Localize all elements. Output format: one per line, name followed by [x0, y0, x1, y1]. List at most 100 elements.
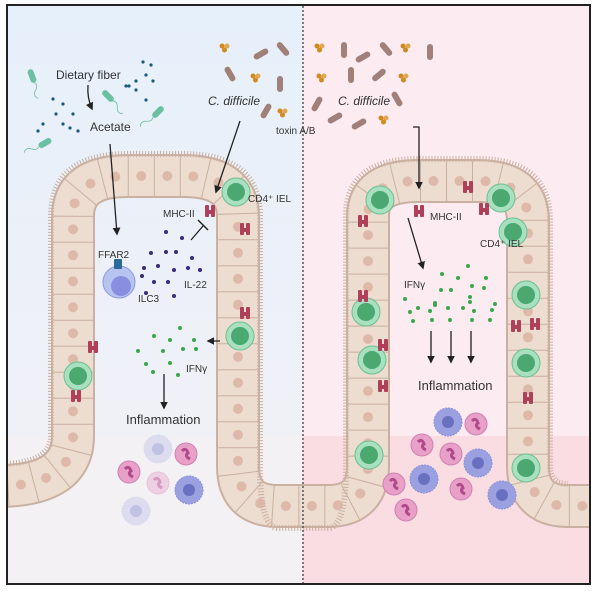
cell-nucleus	[85, 178, 96, 189]
cell-boundary	[28, 462, 40, 502]
macrophage-right-1-nucleus	[442, 416, 454, 428]
label-dietary-fiber: Dietary fiber	[56, 68, 121, 82]
label-c-difficile-right: C. difficile	[338, 94, 390, 108]
acetate-dot	[134, 79, 138, 83]
cell-nucleus	[332, 500, 343, 511]
mhc2-right-3	[358, 290, 368, 302]
arrow-toxin-to-epithelium	[413, 126, 423, 190]
cd4-iel-right-8-nucleus	[517, 459, 535, 477]
label-toxin: toxin A/B	[276, 126, 316, 137]
ifng-dot-left	[136, 349, 140, 353]
cell-nucleus	[523, 384, 533, 395]
ifng-dot-right	[482, 286, 486, 290]
cd4-iel-right-4-nucleus	[517, 354, 535, 372]
ifng-dot-right	[484, 276, 488, 280]
cd4-iel-right-wall-left-nucleus	[231, 327, 249, 345]
macrophage-right-2-nucleus	[472, 457, 484, 469]
cell-nucleus	[233, 351, 243, 362]
cell-nucleus	[363, 386, 373, 397]
cell-nucleus	[233, 273, 244, 284]
cell-nucleus	[523, 410, 533, 421]
label-il22: IL-22	[184, 280, 207, 291]
mhc2-left-0	[205, 205, 215, 217]
acetate-dot	[54, 112, 58, 116]
cell-nucleus	[551, 500, 562, 511]
cell-nucleus	[355, 488, 366, 499]
il22-dot	[186, 266, 190, 270]
cell-nucleus	[523, 436, 533, 447]
neutrophil-right-5-nucleus	[455, 482, 466, 496]
commensal-bacterium-2	[152, 106, 164, 118]
c-difficile-rod-left-1	[276, 42, 290, 56]
ifng-dot-right	[403, 297, 407, 301]
il22-dot	[164, 230, 168, 234]
ifng-dot-left	[144, 362, 148, 366]
il22-dot	[172, 268, 176, 272]
mhc2-right-7	[523, 392, 533, 404]
cell-nucleus	[68, 250, 78, 261]
c-difficile-rod-right-0	[341, 42, 347, 58]
ifng-dot-right	[468, 295, 472, 299]
toxin-ab-2	[277, 108, 288, 118]
il22-dot	[174, 250, 178, 254]
cell-boundary	[51, 444, 91, 456]
mhc2-right-5	[511, 320, 521, 332]
cd4-iel-right-1-nucleus	[492, 189, 510, 207]
toxin-ab-1	[250, 73, 261, 83]
c-difficile-rod-right-8	[327, 112, 343, 124]
arrow-acetate-to-ffar2	[109, 143, 121, 236]
ifng-dot-left	[181, 347, 185, 351]
cell-boundary	[218, 470, 259, 477]
toxin-ab-6	[398, 73, 409, 83]
macrophage-faded-left-1-nucleus	[152, 443, 164, 455]
ifng-dot-right	[440, 272, 444, 276]
il22-dot	[180, 236, 184, 240]
cell-nucleus	[68, 302, 79, 313]
il22-dot	[156, 264, 160, 268]
cd4-iel-left-wall-nucleus	[69, 367, 87, 385]
cell-nucleus	[68, 224, 78, 235]
ifng-dot-right	[439, 288, 443, 292]
cell-nucleus	[523, 332, 533, 343]
cell-nucleus	[428, 176, 439, 186]
cell-nucleus	[306, 501, 317, 511]
ifng-dot-right	[470, 318, 474, 322]
acetate-dot	[36, 129, 40, 133]
commensal-bacterium-1	[102, 90, 114, 102]
ifng-dot-right	[408, 310, 412, 314]
acetate-dot	[134, 88, 138, 92]
commensal-bacterium-1-flagellum	[112, 100, 123, 115]
arrow-iel-to-ifng-right	[407, 217, 425, 270]
cell-nucleus	[363, 256, 373, 267]
ifng-dot-right	[430, 318, 434, 322]
cell-boundary	[534, 482, 555, 519]
neutrophil-right-3-nucleus	[445, 447, 456, 461]
ffar2-receptor-icon	[114, 259, 122, 269]
cell-boundary	[217, 212, 258, 215]
cd4-iel-right-6-nucleus	[363, 351, 381, 369]
cd4-iel-left-top-nucleus	[227, 183, 245, 201]
cell-nucleus	[40, 473, 51, 484]
cell-nucleus	[68, 328, 79, 339]
ifng-dot-right	[488, 318, 492, 322]
commensal-bacterium-0-flagellum	[34, 82, 39, 99]
acetate-dot	[127, 84, 131, 88]
cd4-iel-right-3-nucleus	[517, 286, 535, 304]
cell-nucleus	[521, 202, 532, 213]
toxin-ab-3	[314, 43, 325, 53]
ifng-dot-right	[470, 284, 474, 288]
cell-nucleus	[233, 377, 243, 388]
label-ifng-right: IFNγ	[404, 280, 425, 291]
ifng-dot-right	[466, 264, 470, 268]
acetate-dot	[51, 97, 55, 101]
macrophage-right-3-nucleus	[418, 473, 430, 485]
acetate-dot	[144, 73, 148, 77]
ifng-dot-right	[456, 276, 460, 280]
c-difficile-rod-right-6	[391, 91, 403, 107]
c-difficile-rod-right-1	[355, 51, 371, 63]
commensal-bacterium-2-flagellum	[139, 116, 154, 127]
neutrophil-left-2-nucleus	[123, 465, 134, 479]
neutrophil-faded-left-nucleus	[152, 476, 163, 490]
acetate-dot	[71, 112, 75, 116]
cell-nucleus	[280, 501, 291, 511]
